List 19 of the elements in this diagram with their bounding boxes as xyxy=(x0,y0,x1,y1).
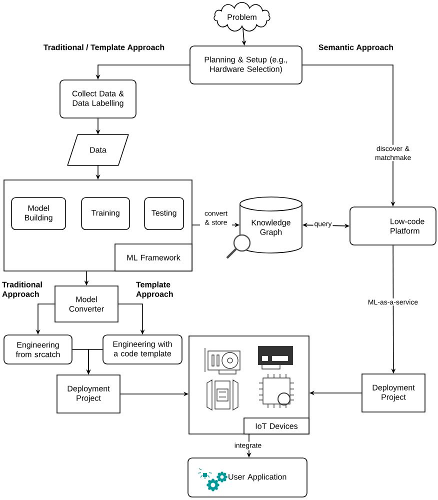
process-box: Engineering with a code template xyxy=(102,334,182,364)
database-cylinder: Knowledge Graph xyxy=(240,196,302,254)
section-heading: Traditional Approach xyxy=(2,282,42,298)
section-heading: Semantic Approach xyxy=(318,44,394,52)
process-box: Model Converter xyxy=(54,286,118,322)
process-box: Planning & Setup (e.g., Hardware Selection) xyxy=(190,46,302,84)
platform-box: Low-code Platform xyxy=(350,206,436,246)
process-box: Collect Data & Data Labelling xyxy=(60,80,136,118)
device-container: IoT Devices xyxy=(188,336,310,434)
process-box: Engineering from srcatch xyxy=(4,334,72,364)
process-box: Training xyxy=(81,197,130,230)
application-box: User Application xyxy=(188,458,308,498)
section-heading: Traditional / Template Approach xyxy=(44,44,164,52)
process-box: Testing xyxy=(144,197,184,230)
process-box: Deployment Project xyxy=(56,374,120,414)
section-heading: Template Approach xyxy=(136,282,173,298)
process-box: Model Building xyxy=(11,197,66,230)
process-box: Deployment Project xyxy=(362,374,426,412)
data-parallelogram: Data xyxy=(67,134,129,166)
